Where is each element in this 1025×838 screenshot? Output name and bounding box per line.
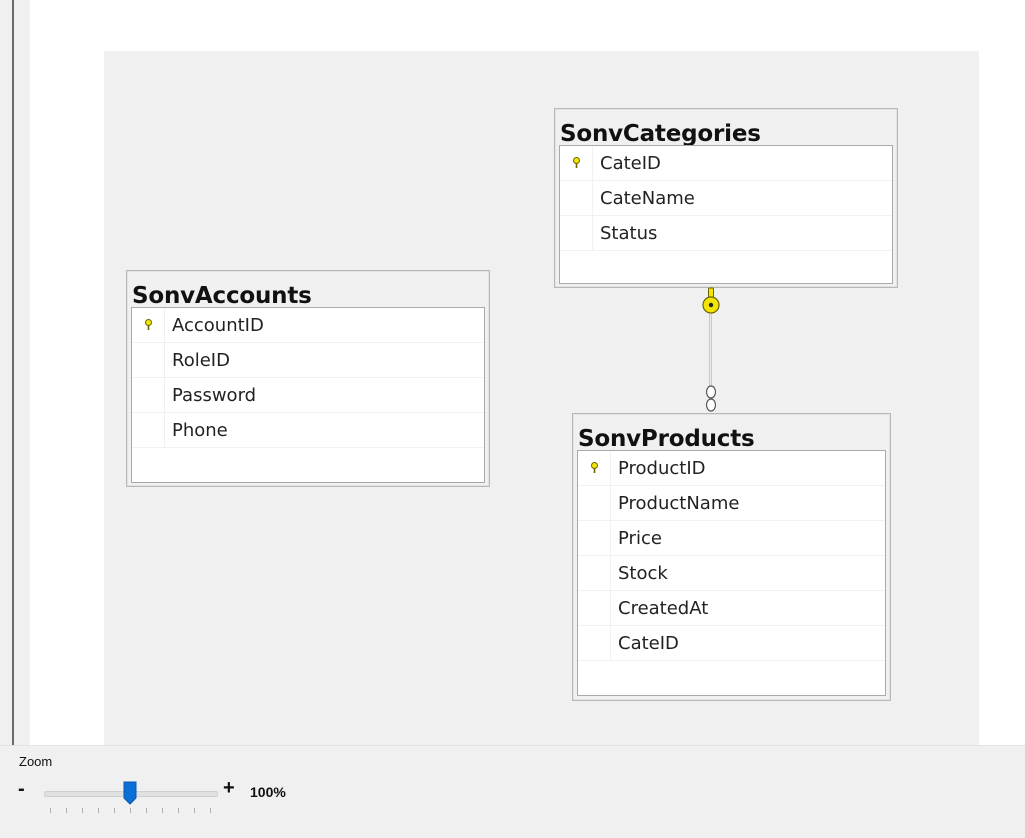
zoom-value: 100% (250, 784, 286, 800)
zoom-label: Zoom (19, 754, 53, 769)
column-row[interactable]: RoleID (132, 343, 484, 378)
column-name: Price (618, 527, 662, 549)
zoom-slider-thumb[interactable] (123, 781, 137, 805)
column-row[interactable]: CateName (560, 181, 892, 216)
table-title: SonvProducts (578, 426, 755, 452)
column-name: ProductName (618, 492, 740, 514)
column-grid: AccountID RoleID Password Phone (131, 307, 485, 483)
column-row[interactable]: Stock (578, 556, 885, 591)
column-name: CateID (600, 152, 661, 174)
left-strip (14, 0, 30, 745)
column-name: Status (600, 222, 658, 244)
zoom-panel: Zoom - + 100% (0, 745, 1025, 838)
table-sonvproducts[interactable]: SonvProducts ProductID ProductName Price… (572, 413, 891, 701)
column-row[interactable]: CreatedAt (578, 591, 885, 626)
table-title: SonvAccounts (132, 283, 312, 309)
column-row[interactable]: Status (560, 216, 892, 251)
column-row[interactable]: CateID (560, 146, 892, 181)
zoom-slider-ticks (50, 808, 220, 814)
column-row[interactable]: Password (132, 378, 484, 413)
column-row[interactable]: Phone (132, 413, 484, 448)
column-name: Password (172, 384, 257, 406)
key-icon[interactable] (701, 286, 721, 318)
relationship-line[interactable] (709, 314, 712, 396)
infinity-icon[interactable] (704, 384, 718, 414)
table-sonvaccounts[interactable]: SonvAccounts AccountID RoleID Password P… (126, 270, 490, 487)
column-row[interactable]: ProductID (578, 451, 885, 486)
column-row[interactable]: AccountID (132, 308, 484, 343)
left-border (12, 0, 14, 745)
column-name: Phone (172, 419, 228, 441)
column-name: RoleID (172, 349, 230, 371)
table-title: SonvCategories (560, 121, 761, 145)
column-name: AccountID (172, 314, 264, 336)
column-name: CreatedAt (618, 597, 709, 619)
primary-key-icon (578, 451, 611, 485)
column-name: ProductID (618, 457, 706, 479)
column-name: Stock (618, 562, 668, 584)
table-sonvcategories[interactable]: SonvCategories CateID CateName Status (554, 108, 898, 288)
column-row[interactable]: CateID (578, 626, 885, 661)
column-grid: CateID CateName Status (559, 145, 893, 284)
column-row[interactable]: ProductName (578, 486, 885, 521)
zoom-out-button[interactable]: - (18, 778, 25, 800)
column-name: CateName (600, 187, 695, 209)
column-grid: ProductID ProductName Price Stock Create… (577, 450, 886, 696)
column-name: CateID (618, 632, 679, 654)
primary-key-icon (560, 146, 593, 180)
primary-key-icon (132, 308, 165, 342)
zoom-in-button[interactable]: + (223, 777, 235, 799)
column-row[interactable]: Price (578, 521, 885, 556)
